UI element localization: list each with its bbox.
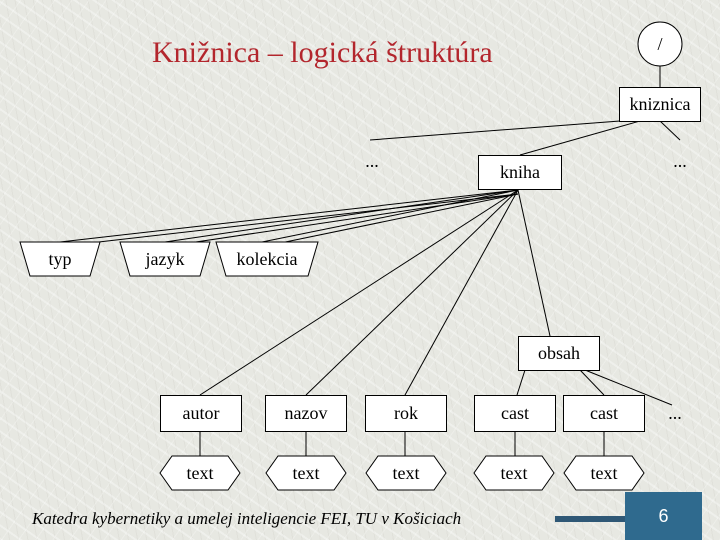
ellipsis-right-node: ... bbox=[673, 150, 687, 171]
edge-kniznica-kniha bbox=[519, 120, 641, 156]
text-autor-shape bbox=[159, 455, 241, 491]
cast2-node: cast bbox=[563, 395, 645, 432]
edge-kniha-typ bbox=[59, 189, 519, 243]
edge-kniha-nazov bbox=[305, 189, 519, 396]
typ-node: typ bbox=[48, 248, 72, 269]
kolekcia-node: kolekcia bbox=[236, 248, 298, 269]
edge-kniha-obsah bbox=[517, 189, 551, 337]
edge-obsah-ellipsis bbox=[584, 369, 673, 406]
edge-obsah-cast2 bbox=[579, 369, 605, 396]
ellipsis-left-node: ... bbox=[365, 150, 379, 171]
footer-institution: Katedra kybernetiky a umelej inteligenci… bbox=[32, 509, 462, 528]
slide-title: Knižnica – logická štruktúra bbox=[152, 36, 493, 69]
text-cast1-shape bbox=[473, 455, 555, 491]
footer-bar bbox=[555, 516, 625, 522]
rok-node: rok bbox=[365, 395, 447, 432]
edge-kniznica-ellipsis-left bbox=[369, 120, 621, 141]
nazov-node: nazov bbox=[265, 395, 347, 432]
edge-kniznica-ellipsis-right bbox=[659, 120, 681, 141]
text-cast2-node: text bbox=[590, 462, 618, 483]
edge-kniha-kolekcia bbox=[261, 189, 519, 243]
ellipsis-cast-node: ... bbox=[668, 402, 682, 423]
text-cast2-shape bbox=[563, 455, 645, 491]
kniha-node: kniha bbox=[478, 155, 562, 190]
root-node: / bbox=[657, 33, 663, 54]
text-rok-shape bbox=[365, 455, 447, 491]
text-cast1-node: text bbox=[500, 462, 528, 483]
autor-node: autor bbox=[160, 395, 242, 432]
kniznica-node: kniznica bbox=[619, 87, 701, 122]
text-nazov-shape bbox=[265, 455, 347, 491]
page-number: 6 bbox=[625, 492, 702, 540]
root-node-shape bbox=[637, 21, 683, 67]
jazyk-node-shape bbox=[119, 241, 211, 277]
edge-obsah-cast1 bbox=[516, 369, 526, 396]
edge-kniha-autor bbox=[199, 189, 519, 396]
text-autor-node: text bbox=[186, 462, 214, 483]
obsah-node: obsah bbox=[518, 336, 600, 371]
edge-kniha-rok bbox=[404, 189, 519, 396]
edge-kniha-jazyk bbox=[164, 189, 519, 243]
cast1-node: cast bbox=[474, 395, 556, 432]
text-nazov-node: text bbox=[292, 462, 320, 483]
typ-node-shape bbox=[19, 241, 101, 277]
jazyk-node: jazyk bbox=[145, 248, 185, 269]
text-rok-node: text bbox=[392, 462, 420, 483]
kolekcia-node-shape bbox=[215, 241, 319, 277]
